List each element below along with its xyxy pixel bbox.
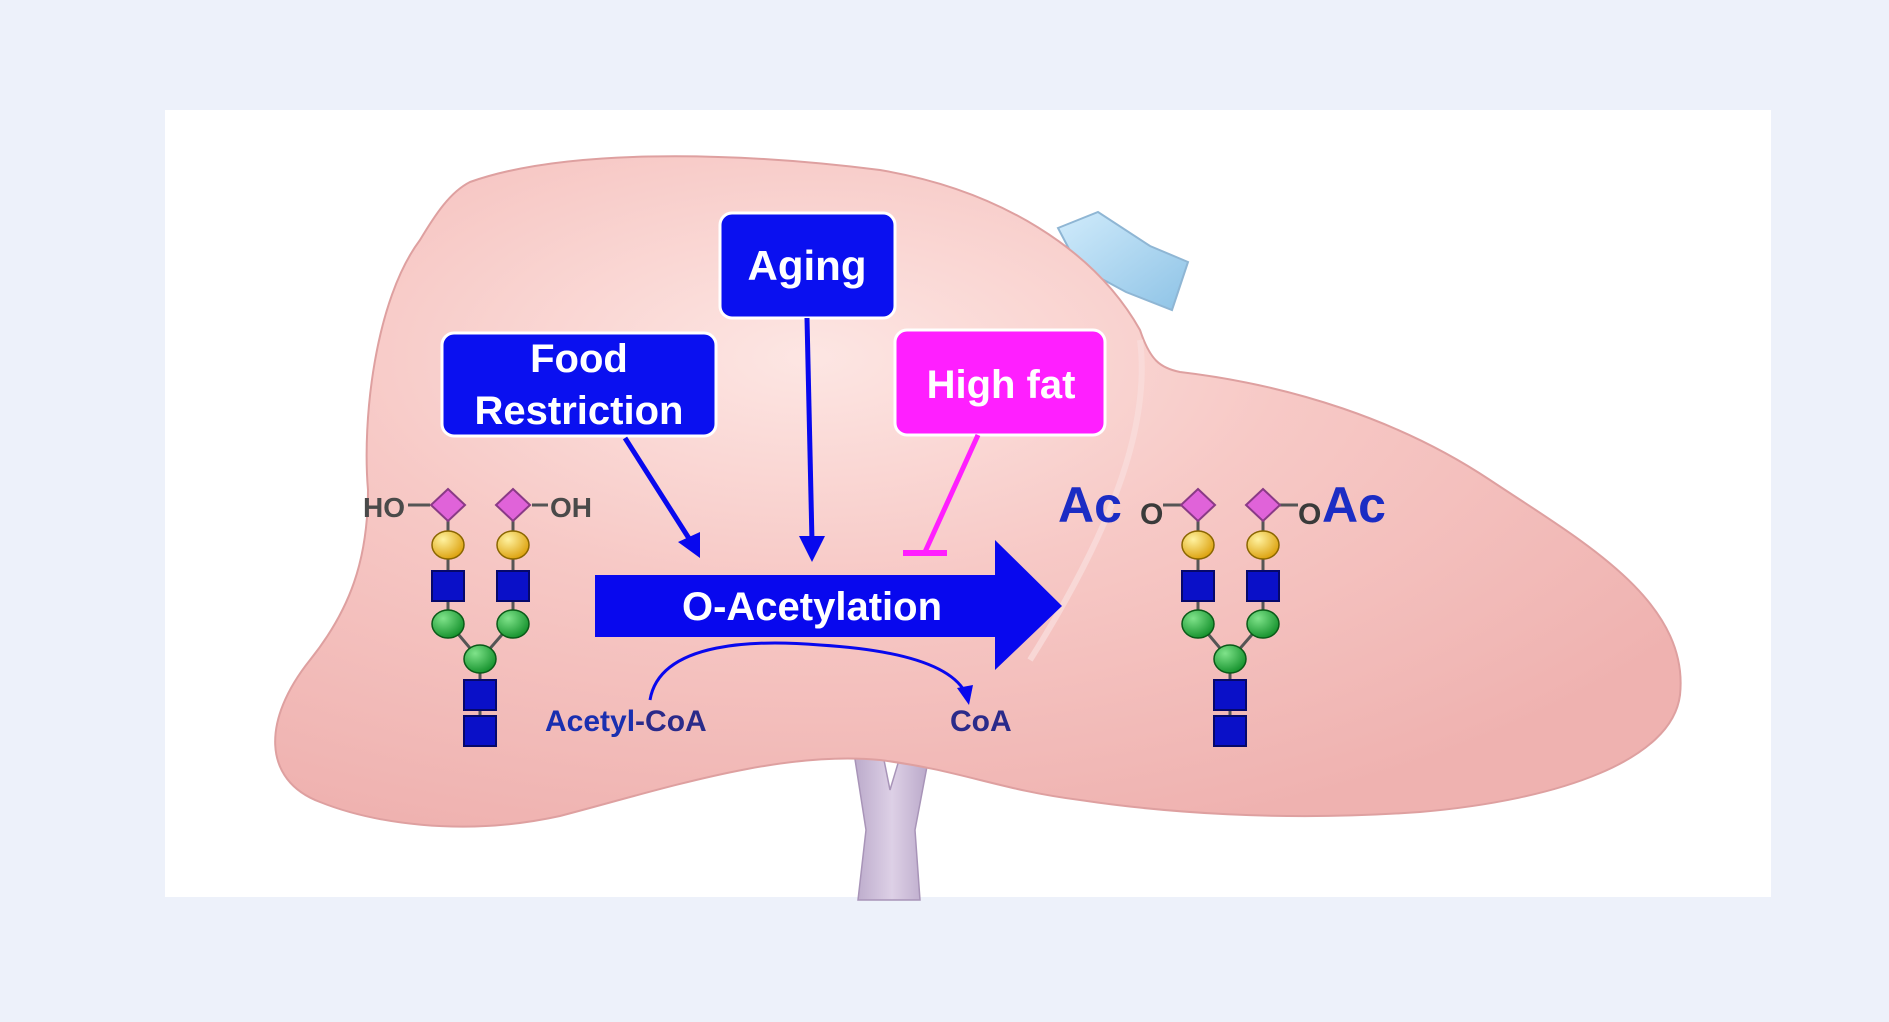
glycan-o-acetylated: Ac O O Ac	[1058, 477, 1386, 747]
coa-label: CoA	[950, 705, 1012, 738]
aging-arrow	[799, 317, 825, 562]
glycan-unacetylated: HO OH	[363, 487, 592, 747]
galactose-icon	[431, 530, 465, 560]
glcnac-icon	[463, 715, 497, 747]
glcnac-icon	[463, 679, 497, 711]
sialic-acid-icon	[1244, 487, 1282, 523]
coa-suffix-label: -CoA	[635, 705, 707, 738]
glcnac-icon	[1213, 679, 1247, 711]
food-restriction-label-line1: Food	[530, 337, 628, 381]
aging-label: Aging	[748, 242, 867, 289]
food-restriction-arrow	[622, 436, 700, 558]
mannose-icon	[463, 644, 497, 674]
mannose-icon	[431, 609, 465, 639]
glcnac-icon	[1213, 715, 1247, 747]
sialic-acid-icon	[1179, 487, 1217, 523]
galactose-icon	[1181, 530, 1215, 560]
liver-shape	[274, 155, 1682, 828]
ho-label: HO	[363, 492, 405, 523]
mannose-icon	[496, 609, 530, 639]
glcnac-icon	[1246, 570, 1280, 602]
aging-box: Aging	[718, 211, 897, 320]
oxygen-left-label: O	[1140, 498, 1163, 531]
food-restriction-box: Food Restriction	[440, 331, 718, 438]
sialic-acid-icon	[429, 487, 467, 523]
sialic-acid-icon	[494, 487, 532, 523]
mannose-icon	[1213, 644, 1247, 674]
acetyl-group-left-label: Ac	[1058, 477, 1122, 533]
acetyl-label: Acetyl	[545, 705, 635, 738]
portal-vein-vessel	[851, 739, 933, 901]
high-fat-box: High fat	[893, 328, 1107, 437]
glcnac-icon	[431, 570, 465, 602]
galactose-icon	[1246, 530, 1280, 560]
glcnac-icon	[496, 570, 530, 602]
high-fat-inhibition	[903, 433, 981, 556]
glcnac-icon	[1181, 570, 1215, 602]
food-restriction-label-line2: Restriction	[475, 389, 684, 433]
mannose-icon	[1181, 609, 1215, 639]
oxygen-right-label: O	[1298, 498, 1321, 531]
high-fat-label: High fat	[927, 363, 1076, 407]
o-acetylation-label: O-Acetylation	[682, 585, 942, 629]
acetyl-coa-label: Acetyl-CoA	[545, 705, 707, 738]
o-acetylation-arrow: O-Acetylation	[595, 540, 1062, 670]
acetyl-group-right-label: Ac	[1322, 477, 1386, 533]
acetyl-coa-conversion: Acetyl-CoA CoA	[545, 641, 1012, 738]
mannose-icon	[1246, 609, 1280, 639]
lobe-division	[1027, 339, 1145, 662]
oh-label: OH	[550, 492, 592, 523]
galactose-icon	[496, 530, 530, 560]
